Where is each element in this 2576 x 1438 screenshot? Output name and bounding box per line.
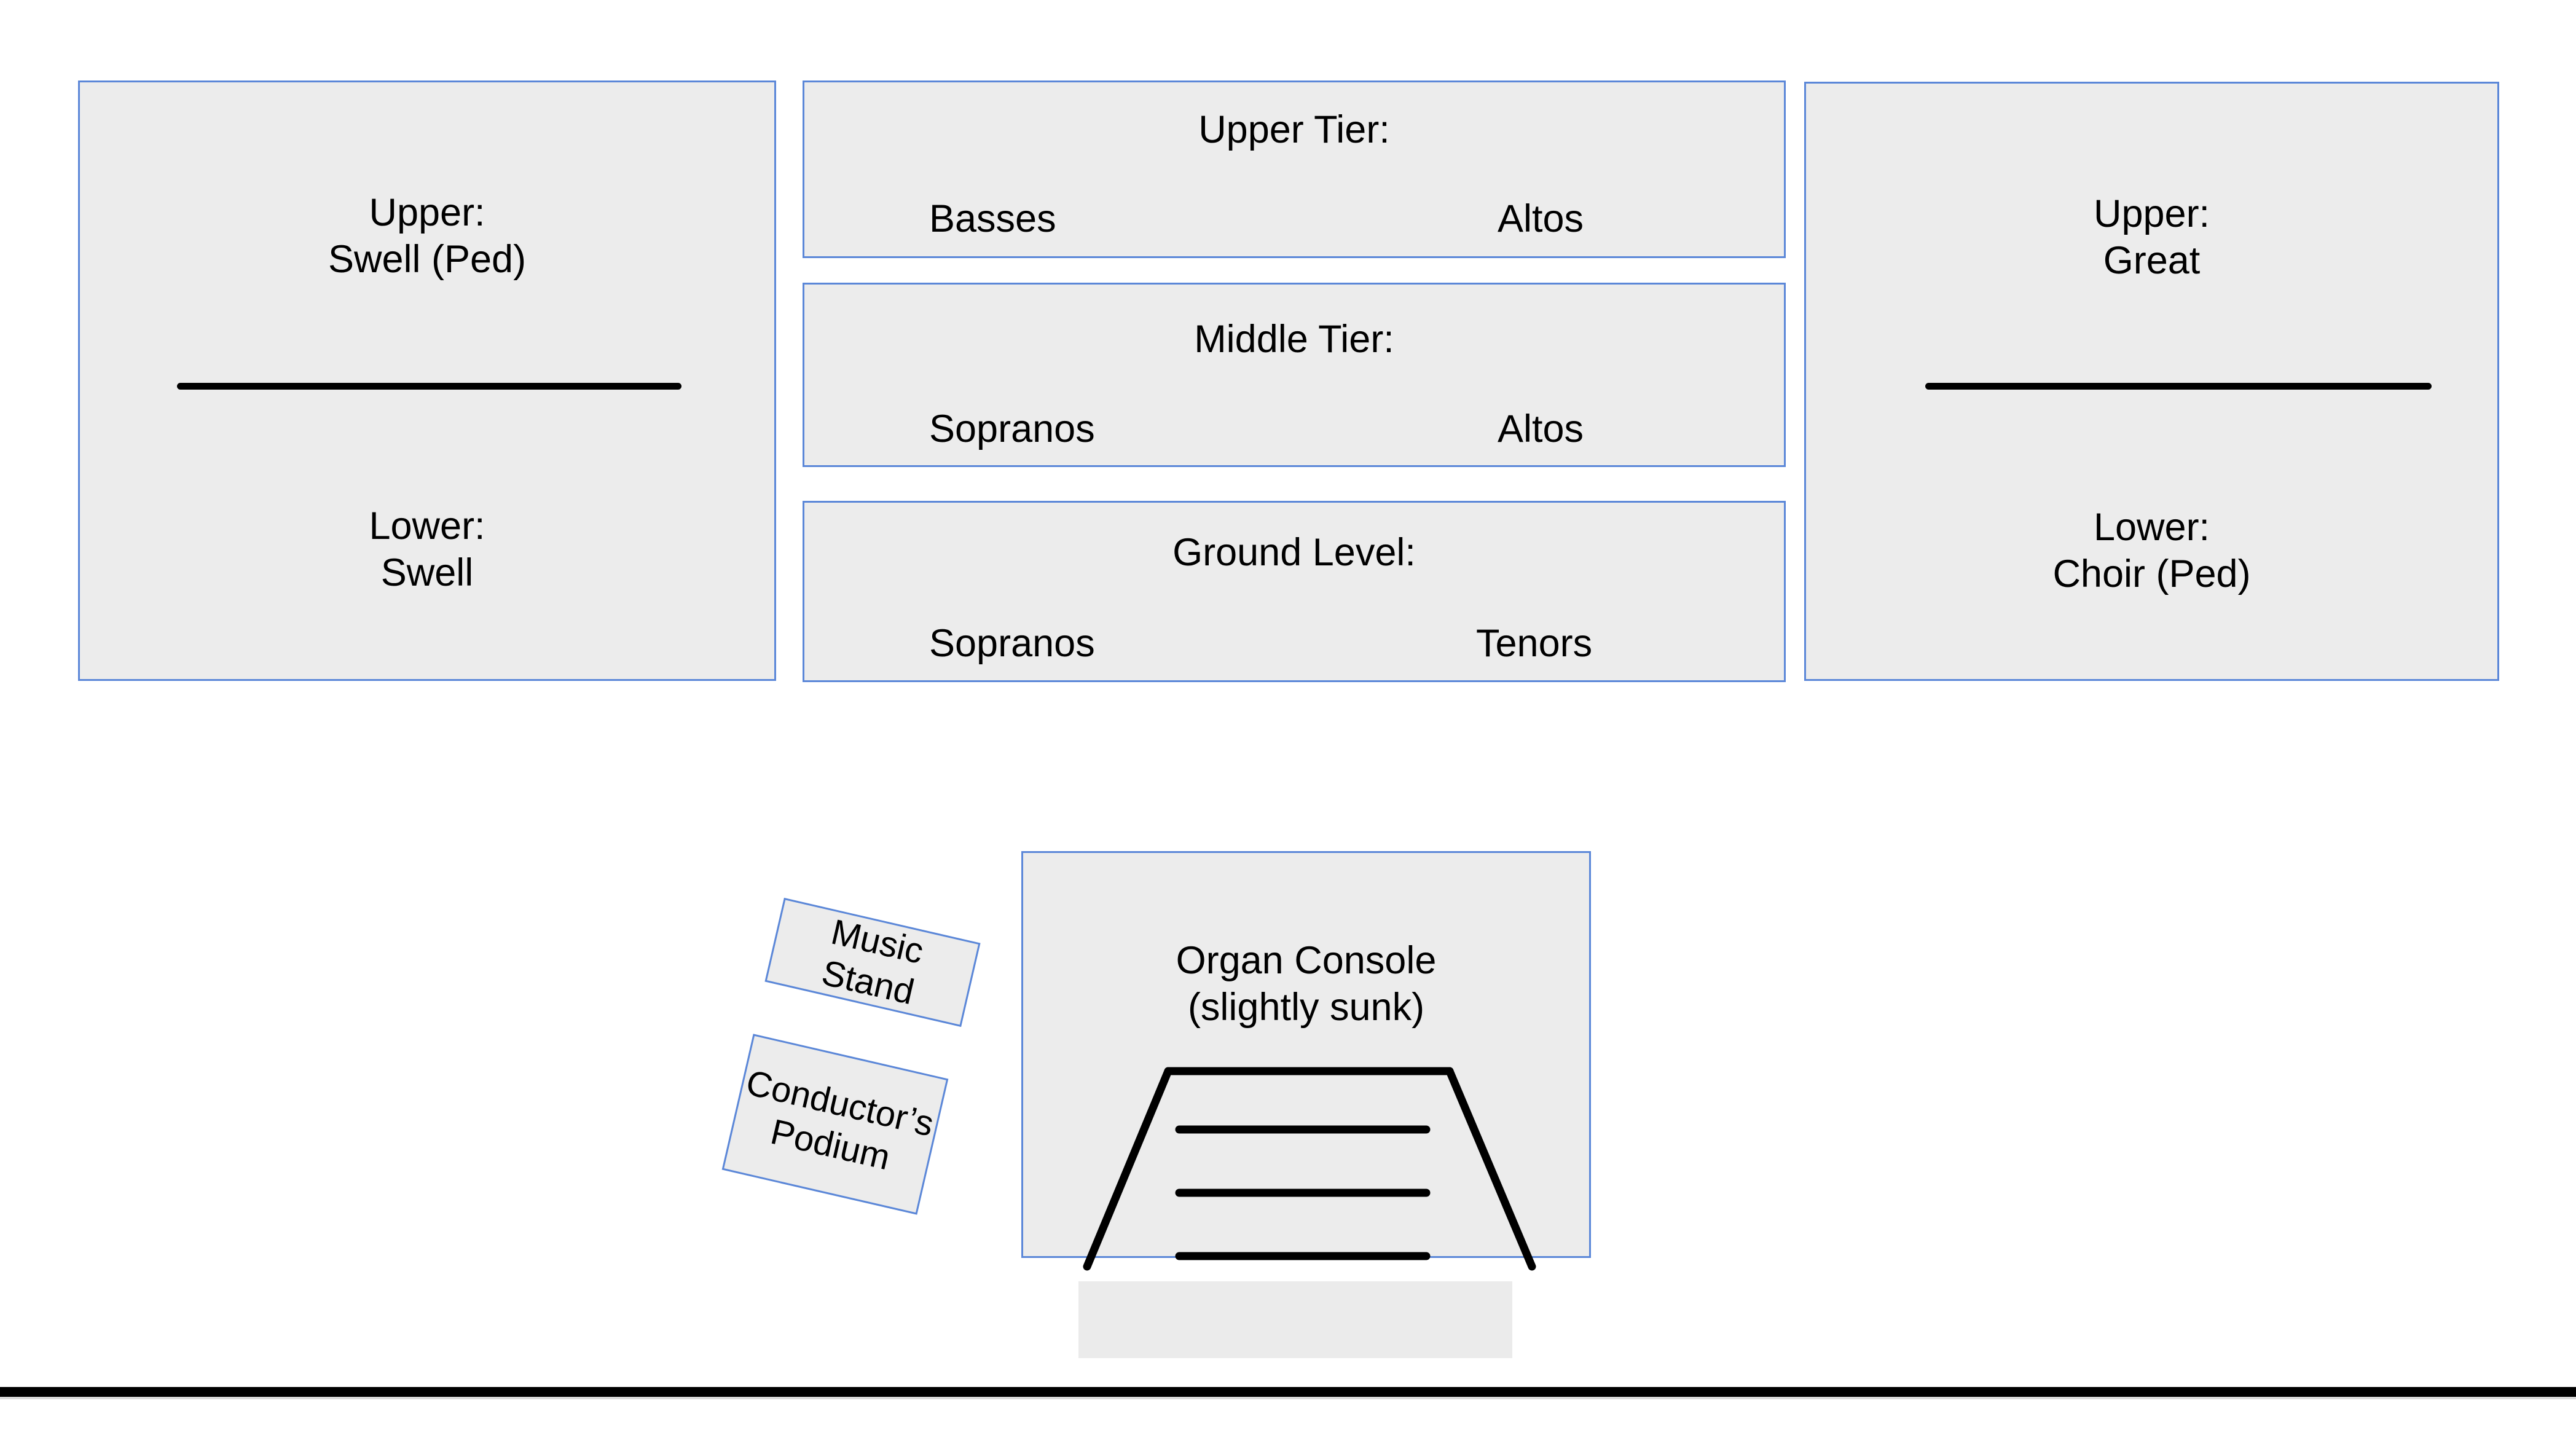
- right-loft-lower-line1: Lower:: [2093, 506, 2210, 549]
- right-loft-lower-line2: Choir (Ped): [2052, 552, 2251, 595]
- right-loft-upper-line2: Great: [2103, 238, 2201, 282]
- tier-upper-left-group-label: Basses: [929, 197, 1056, 240]
- left-loft-lower-label: Lower: Swell: [80, 503, 774, 596]
- conductors-podium-box: Conductor’s Podium: [721, 1034, 949, 1215]
- tier-box-middle: Middle Tier: Sopranos Altos: [803, 283, 1786, 467]
- stage-apron-rect: [1078, 1281, 1512, 1358]
- tier-box-upper: Upper Tier: Basses Altos: [803, 81, 1786, 258]
- conductors-podium-label: Conductor’s Podium: [732, 1062, 937, 1187]
- organ-console-keyboard-drawing: [1083, 1067, 1536, 1271]
- left-loft-upper-line1: Upper:: [369, 191, 485, 234]
- tier-upper-title: Upper Tier:: [1198, 108, 1390, 151]
- tier-ground-right-group-label: Tenors: [1476, 622, 1593, 665]
- tier-ground-title: Ground Level:: [1172, 531, 1416, 574]
- right-loft-lower-label: Lower: Choir (Ped): [1806, 505, 2497, 597]
- music-stand-label: Music Stand: [818, 911, 927, 1013]
- left-loft-box: Upper: Swell (Ped) Lower: Swell: [78, 81, 776, 681]
- right-loft-upper-line1: Upper:: [2093, 192, 2210, 235]
- organ-console-line2: (slightly sunk): [1187, 985, 1425, 1029]
- left-loft-lower-line2: Swell: [380, 551, 474, 594]
- stage-front-line-shadow: [0, 1397, 2576, 1399]
- right-loft-divider-line: [1925, 383, 2432, 390]
- organ-console-box: Organ Console (slightly sunk): [1021, 851, 1591, 1271]
- left-loft-lower-line1: Lower:: [369, 505, 485, 548]
- tier-box-ground: Ground Level: Sopranos Tenors: [803, 501, 1786, 682]
- music-stand-box: Music Stand: [764, 897, 981, 1027]
- tier-upper-right-group-label: Altos: [1498, 197, 1584, 240]
- left-loft-upper-label: Upper: Swell (Ped): [80, 190, 774, 283]
- left-loft-divider-line: [177, 383, 681, 390]
- left-loft-upper-line2: Swell (Ped): [328, 237, 527, 281]
- right-loft-upper-label: Upper: Great: [1806, 191, 2497, 284]
- tier-middle-title: Middle Tier:: [1194, 318, 1394, 361]
- right-loft-box: Upper: Great Lower: Choir (Ped): [1804, 82, 2499, 681]
- stage-front-line: [0, 1387, 2576, 1397]
- organ-console-line1: Organ Console: [1176, 939, 1437, 982]
- organ-console-label: Organ Console (slightly sunk): [1023, 938, 1589, 1031]
- tier-middle-right-group-label: Altos: [1498, 407, 1584, 450]
- tier-ground-left-group-label: Sopranos: [929, 622, 1095, 665]
- tier-middle-left-group-label: Sopranos: [929, 407, 1095, 450]
